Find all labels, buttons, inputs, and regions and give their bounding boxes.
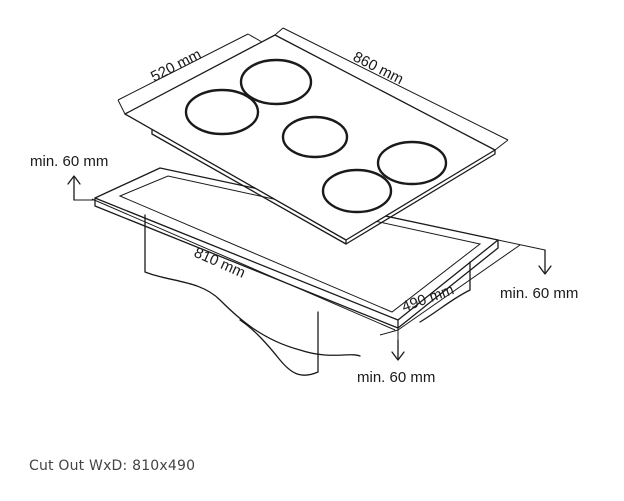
arrow-down-icon (391, 339, 405, 361)
arrow-up-icon (67, 175, 81, 201)
label-clearance-left: min. 60 mm (30, 153, 108, 170)
arrow-down-icon (538, 249, 552, 275)
hob-installation-diagram: 520 mm 860 mm 810 mm 490 mm min. 60 mm m… (30, 27, 578, 386)
label-clearance-right: min. 60 mm (500, 285, 578, 302)
burner-rear-right (376, 140, 448, 186)
burner-center (281, 115, 349, 159)
cutout-caption: Cut Out WxD: 810x490 (29, 458, 196, 474)
hob (124, 34, 496, 245)
cabinet-body (144, 214, 471, 376)
label-clearance-front: min. 60 mm (357, 369, 435, 386)
burner-rear-left (239, 58, 313, 106)
burner-front-left (184, 88, 260, 136)
burner-front-right (321, 168, 393, 214)
countertop-cutout (94, 167, 499, 329)
